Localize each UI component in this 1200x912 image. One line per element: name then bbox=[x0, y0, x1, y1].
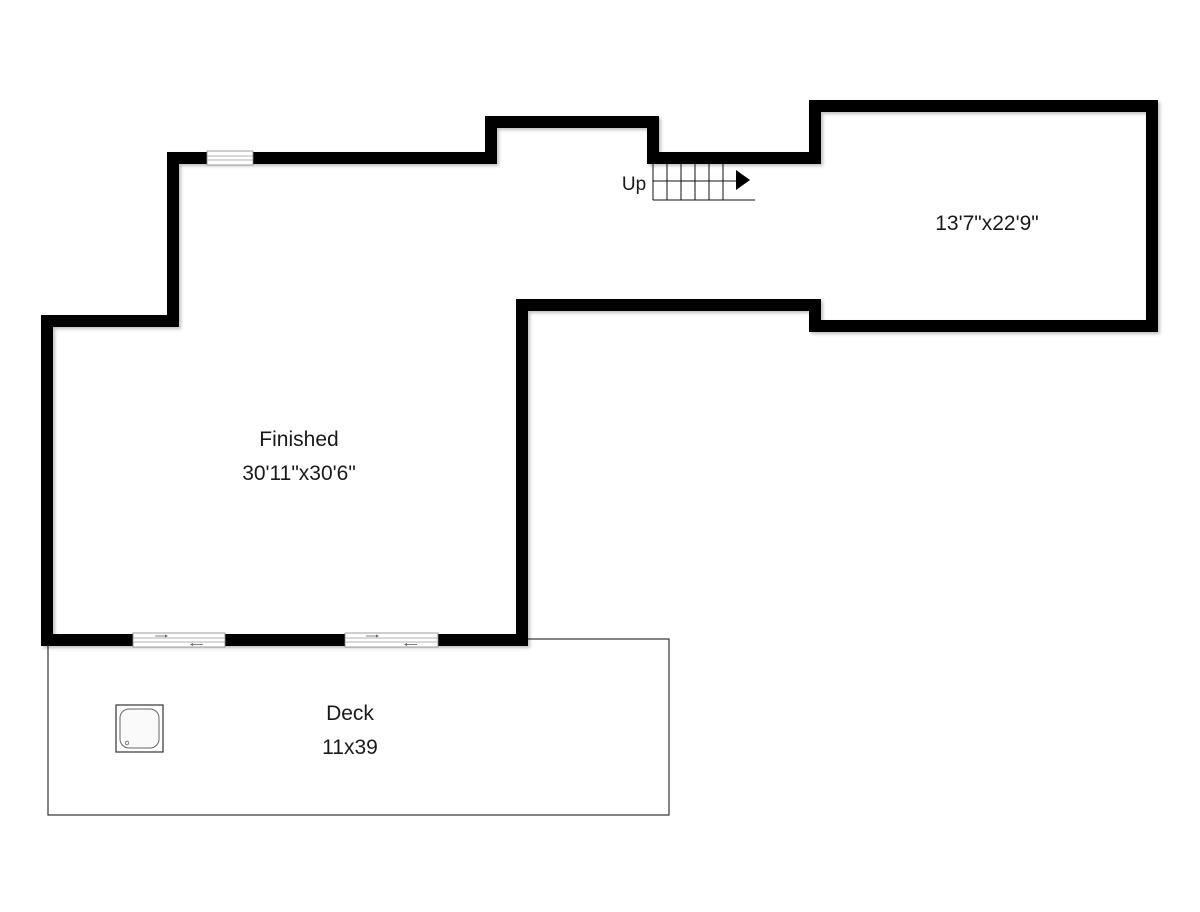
stair-arrow-icon bbox=[736, 170, 750, 190]
main-room-name: Finished bbox=[259, 428, 338, 451]
hot-tub-icon bbox=[115, 704, 164, 753]
window-icon bbox=[206, 150, 254, 166]
exterior-walls bbox=[41, 100, 1158, 646]
stair-label: Up bbox=[622, 174, 646, 195]
sliding-door-icon bbox=[132, 632, 226, 648]
upper-room-dimensions: 13'7"x22'9" bbox=[935, 212, 1039, 235]
staircase bbox=[652, 164, 755, 201]
deck-name: Deck bbox=[326, 702, 374, 725]
main-room-dimensions: 30'11"x30'6" bbox=[242, 462, 356, 485]
deck-dimensions: 11x39 bbox=[322, 736, 378, 759]
sliding-door-icon bbox=[344, 632, 439, 648]
